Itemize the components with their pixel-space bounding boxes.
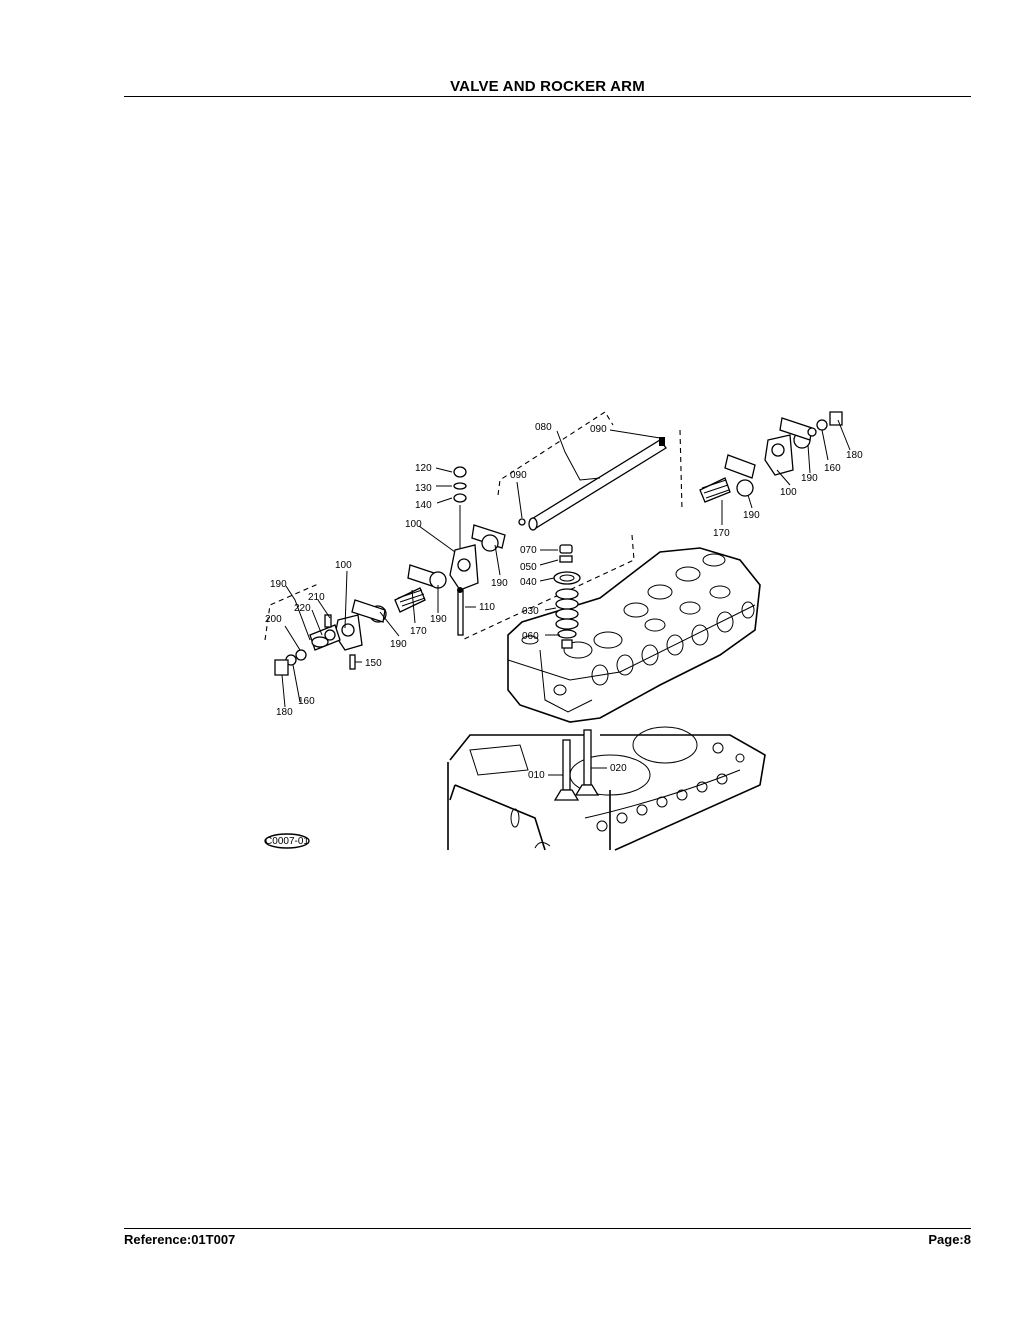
part-label: 040 <box>520 577 537 588</box>
rocker-shaft <box>518 437 667 531</box>
shaft-group-outline <box>461 411 683 641</box>
part-label: 190 <box>743 510 760 521</box>
part-label: 180 <box>846 450 863 461</box>
part-label: 210 <box>308 592 325 603</box>
part-label: 050 <box>520 562 537 573</box>
valves <box>553 729 600 801</box>
part-label: 160 <box>298 696 315 707</box>
part-label: 020 <box>610 763 627 774</box>
part-label: 080 <box>535 422 552 433</box>
cylinder-block <box>447 726 766 851</box>
footer-rule <box>124 1228 971 1229</box>
part-labels: 080 090 090 120 130 140 100 100 070 050 … <box>265 422 863 781</box>
part-label: 090 <box>590 424 607 435</box>
part-label: 190 <box>390 639 407 650</box>
cylinder-head <box>507 547 761 723</box>
part-label: 170 <box>410 626 427 637</box>
rocker-arm-assembly-right <box>699 411 843 503</box>
part-label: 120 <box>415 463 432 474</box>
page-title: VALVE AND ROCKER ARM <box>450 78 645 95</box>
part-label: 220 <box>294 603 311 614</box>
figure-code: C0007-01 <box>265 836 309 847</box>
part-label: 160 <box>824 463 841 474</box>
part-label: 060 <box>522 631 539 642</box>
part-label: 100 <box>405 519 422 530</box>
part-label: 170 <box>713 528 730 539</box>
rocker-arm-assembly-left <box>274 466 506 676</box>
part-label: 190 <box>270 579 287 590</box>
part-label: 090 <box>510 470 527 481</box>
header-rule <box>124 96 971 97</box>
part-label: 030 <box>522 606 539 617</box>
reference-label: Reference:01T007 <box>124 1232 236 1247</box>
end-group-outline <box>264 583 319 641</box>
part-label: 190 <box>801 473 818 484</box>
part-label: 180 <box>276 707 293 718</box>
part-label: 150 <box>365 658 382 669</box>
part-label: 070 <box>520 545 537 556</box>
part-label: 010 <box>528 770 545 781</box>
part-label: 110 <box>479 602 495 613</box>
figure-code-badge: C0007-01 <box>264 833 310 849</box>
part-label: 100 <box>780 487 797 498</box>
page-number: Page:8 <box>928 1232 971 1247</box>
part-label: 190 <box>491 578 508 589</box>
part-label: 140 <box>415 500 432 511</box>
part-label: 200 <box>265 614 282 625</box>
part-label: 130 <box>415 483 432 494</box>
part-label: 190 <box>430 614 447 625</box>
valve-spring-stack <box>553 544 581 649</box>
leader-lines <box>281 419 851 776</box>
part-label: 100 <box>335 560 352 571</box>
